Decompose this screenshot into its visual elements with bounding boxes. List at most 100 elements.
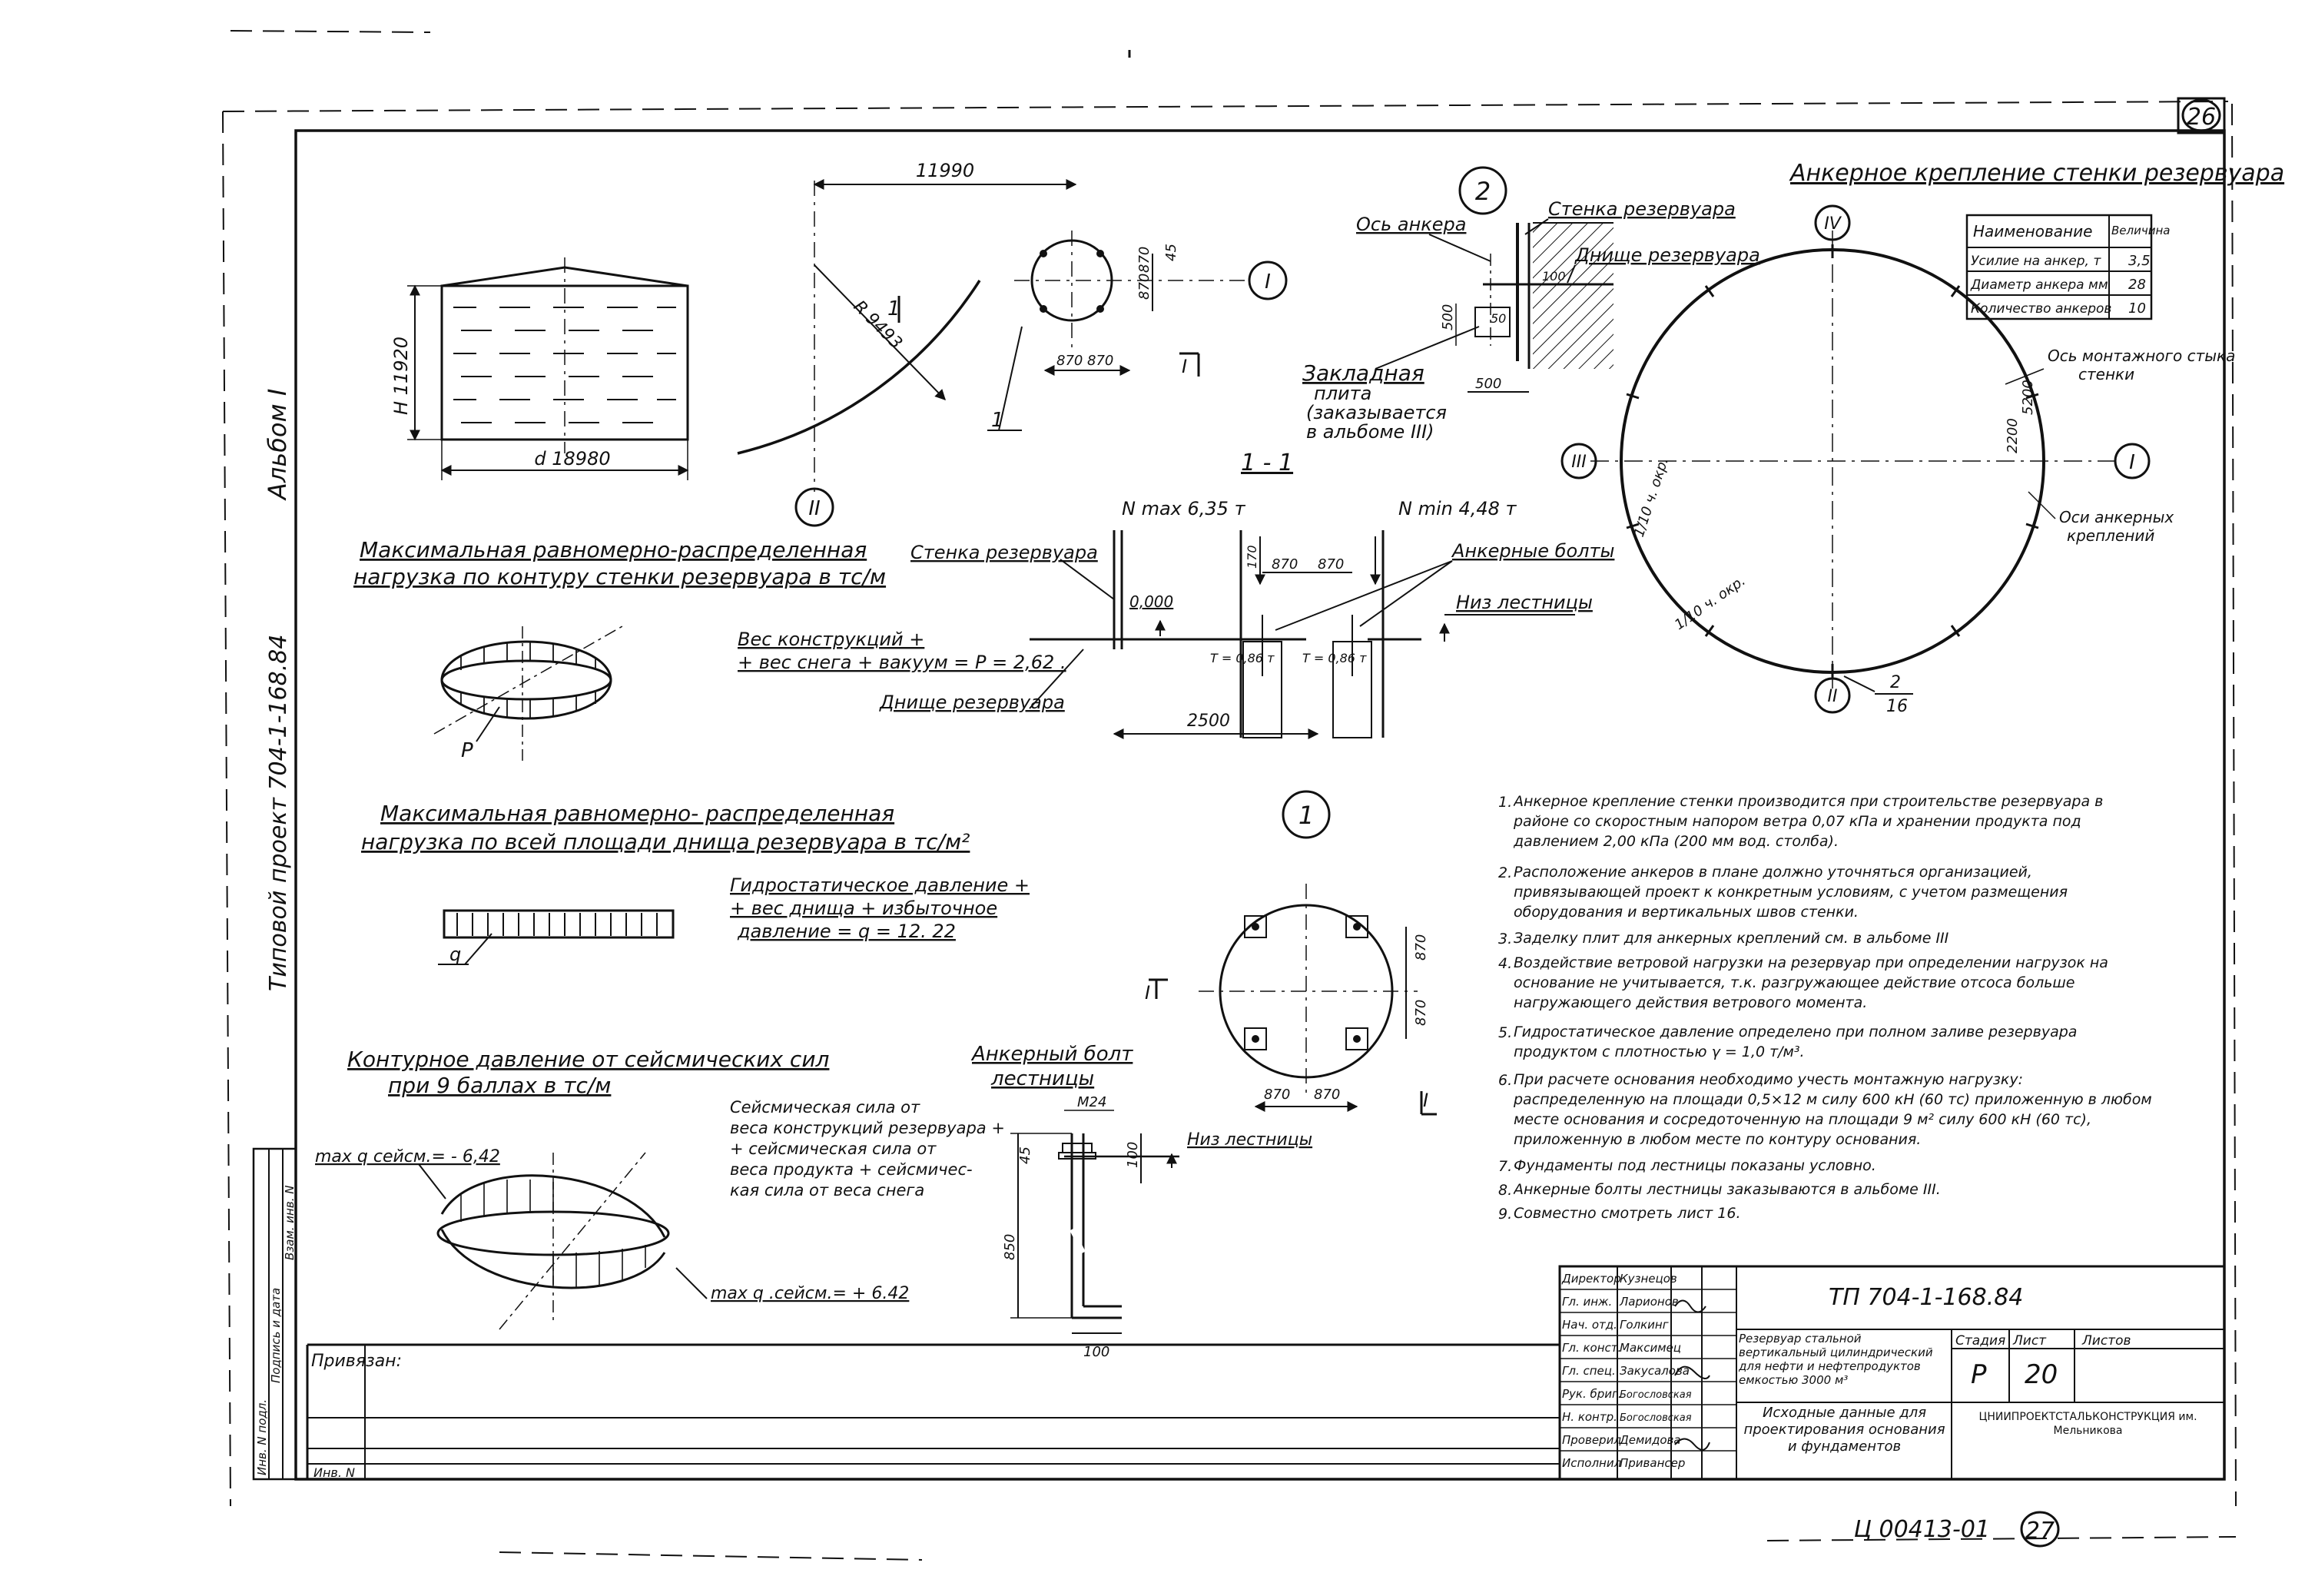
svg-text:2.: 2. xyxy=(1498,864,1512,881)
svg-text:II: II xyxy=(808,497,820,520)
svg-text:при 9 баллах в тс/м: при 9 баллах в тс/м xyxy=(388,1073,611,1098)
svg-text:Альбом I: Альбом I xyxy=(263,389,292,501)
anchor-table: Наименование Величина Усилие на анкер, т… xyxy=(1965,214,2170,320)
svg-text:870: 870 xyxy=(1318,556,1344,572)
side-margin: Альбом I Типовой проект 704-1-168.84 Инв… xyxy=(252,389,297,1481)
svg-text:стенки: стенки xyxy=(2078,365,2134,383)
sheet-number-top: 26 xyxy=(2177,97,2226,134)
sheet-frame xyxy=(222,30,2237,1561)
svg-text:1/10 ч. окр.: 1/10 ч. окр. xyxy=(1631,456,1672,539)
svg-text:Вес конструкций +: Вес конструкций + xyxy=(738,629,924,650)
svg-text:Р: Р xyxy=(1971,1359,1987,1390)
svg-text:Подпись и дата: Подпись и дата xyxy=(269,1288,283,1383)
anchor-ticks xyxy=(1626,244,2039,678)
svg-text:Рук. бриг.: Рук. бриг. xyxy=(1562,1387,1622,1401)
svg-text:1: 1 xyxy=(991,409,1004,432)
svg-text:нагрузка по всей площади днища: нагрузка по всей площади днища резервуар… xyxy=(361,829,970,854)
svg-text:170: 170 xyxy=(1245,545,1259,569)
svg-text:II: II xyxy=(1828,687,1838,706)
svg-text:Стенка резервуара: Стенка резервуара xyxy=(910,542,1098,563)
svg-text:Контурное давление от сейсмиче: Контурное давление от сейсмических сил xyxy=(347,1047,830,1072)
svg-text:5.: 5. xyxy=(1498,1024,1512,1041)
svg-text:М24: М24 xyxy=(1077,1094,1106,1110)
svg-text:Максимальная равномерно-распре: Максимальная равномерно-распределенная xyxy=(360,537,867,562)
svg-text:4.: 4. xyxy=(1498,955,1512,972)
svg-text:Голкинг: Голкинг xyxy=(1620,1318,1669,1332)
svg-text:1 - 1: 1 - 1 xyxy=(1241,450,1293,476)
svg-text:2: 2 xyxy=(1475,177,1491,206)
svg-text:max q .сейсм.= + 6.42: max q .сейсм.= + 6.42 xyxy=(711,1284,909,1303)
svg-text:I: I xyxy=(1182,356,1187,377)
svg-text:1/10 ч. окр.: 1/10 ч. окр. xyxy=(1672,572,1749,633)
svg-text:Гл. спец.: Гл. спец. xyxy=(1562,1364,1616,1378)
svg-text:Анкерный болт: Анкерный болт xyxy=(970,1043,1133,1066)
svg-text:d 18980: d 18980 xyxy=(534,448,610,470)
section-1-1: 1 - 1 N max 6,35 т N min 4,48 т 870 870 … xyxy=(879,450,1614,739)
segment-plan: 11990 R 9493 1 870 870 870 870 45 I II 1… xyxy=(737,160,1288,527)
svg-text:Богословская: Богословская xyxy=(1620,1389,1692,1401)
svg-text:Лист: Лист xyxy=(2012,1333,2047,1349)
svg-text:Закусалова: Закусалова xyxy=(1620,1364,1690,1378)
svg-text:давление = q = 12. 22: давление = q = 12. 22 xyxy=(737,921,956,942)
svg-text:I: I xyxy=(1423,1090,1428,1111)
notes: 1. Анкерное крепление стенки производитс… xyxy=(1498,793,2152,1223)
svg-text:870: 870 xyxy=(1413,934,1429,961)
svg-text:III: III xyxy=(1571,453,1586,472)
svg-text:Взам. инв. N: Взам. инв. N xyxy=(283,1186,297,1260)
note-1: 1. xyxy=(1498,794,1512,811)
svg-text:Р: Р xyxy=(461,739,473,762)
svg-text:Анкерные болты: Анкерные болты xyxy=(1451,540,1614,562)
svg-text:2: 2 xyxy=(1890,673,1901,692)
load-contour: Максимальная равномерно-распределенная н… xyxy=(353,537,1066,762)
svg-text:870: 870 xyxy=(1056,353,1083,369)
svg-text:в альбоме III): в альбоме III) xyxy=(1306,421,1434,443)
svg-text:100: 100 xyxy=(1542,269,1566,284)
svg-text:Наименование: Наименование xyxy=(1973,222,2092,241)
svg-text:H 11920: H 11920 xyxy=(390,337,412,415)
svg-text:3.: 3. xyxy=(1498,931,1512,947)
svg-text:Диаметр анкера мм: Диаметр анкера мм xyxy=(1970,277,2108,293)
svg-text:1: 1 xyxy=(887,297,900,320)
svg-text:Количество анкеров: Количество анкеров xyxy=(1971,301,2111,317)
svg-text:28: 28 xyxy=(2128,277,2146,293)
svg-text:Инв. N подл.: Инв. N подл. xyxy=(255,1399,269,1475)
svg-text:0,000: 0,000 xyxy=(1129,592,1173,611)
svg-text:8.: 8. xyxy=(1498,1182,1512,1199)
svg-text:2500: 2500 xyxy=(1187,712,1230,731)
svg-text:870: 870 xyxy=(1314,1087,1340,1103)
svg-text:2200: 2200 xyxy=(2005,418,2021,453)
svg-text:Богословская: Богословская xyxy=(1620,1412,1692,1424)
svg-text:Величина: Величина xyxy=(2111,224,2170,237)
svg-text:Максимец: Максимец xyxy=(1620,1341,1681,1355)
svg-text:Т = 0,86 т: Т = 0,86 т xyxy=(1210,651,1275,665)
svg-text:Закладная: Закладная xyxy=(1302,360,1424,386)
svg-text:Листов: Листов xyxy=(2081,1333,2131,1349)
svg-text:16: 16 xyxy=(1886,697,1908,716)
svg-text:Стадия: Стадия xyxy=(1955,1333,2005,1349)
svg-text:870: 870 xyxy=(1136,274,1152,300)
svg-text:850: 850 xyxy=(1002,1234,1018,1260)
svg-text:100: 100 xyxy=(1125,1142,1141,1168)
svg-text:нагрузка по контуру стенки рез: нагрузка по контуру стенки резервуара в … xyxy=(353,564,886,589)
svg-text:870: 870 xyxy=(1272,556,1298,572)
svg-text:Низ лестницы: Низ лестницы xyxy=(1187,1130,1312,1150)
svg-text:Анкерное крепление стенки резе: Анкерное крепление стенки резервуара xyxy=(1789,160,2284,187)
svg-text:Ось анкера: Ось анкера xyxy=(1356,214,1466,235)
svg-text:веса конструкций резервуара +: веса конструкций резервуара + xyxy=(730,1119,1005,1137)
svg-text:креплений: креплений xyxy=(2067,526,2154,545)
svg-text:9.: 9. xyxy=(1498,1206,1512,1223)
svg-text:10: 10 xyxy=(2128,300,2146,317)
anchor-plan: Анкерное крепление стенки резервуара Наи… xyxy=(1560,160,2284,716)
svg-text:Гидростатическое давление +: Гидростатическое давление + xyxy=(730,874,1030,896)
svg-text:Стенка резервуара: Стенка резервуара xyxy=(1548,198,1736,220)
svg-text:Привязан:: Привязан: xyxy=(311,1352,402,1371)
svg-text:5200: 5200 xyxy=(2020,380,2036,415)
svg-text:Оси анкерных: Оси анкерных xyxy=(2059,508,2174,526)
svg-text:Днище резервуара: Днище резервуара xyxy=(879,692,1065,713)
svg-text:500: 500 xyxy=(1475,376,1501,392)
svg-text:Типовой проект 704-1-168.84: Типовой проект 704-1-168.84 xyxy=(265,635,292,991)
svg-text:45: 45 xyxy=(1163,244,1179,261)
svg-text:870: 870 xyxy=(1264,1087,1290,1103)
svg-text:11990: 11990 xyxy=(916,160,974,181)
